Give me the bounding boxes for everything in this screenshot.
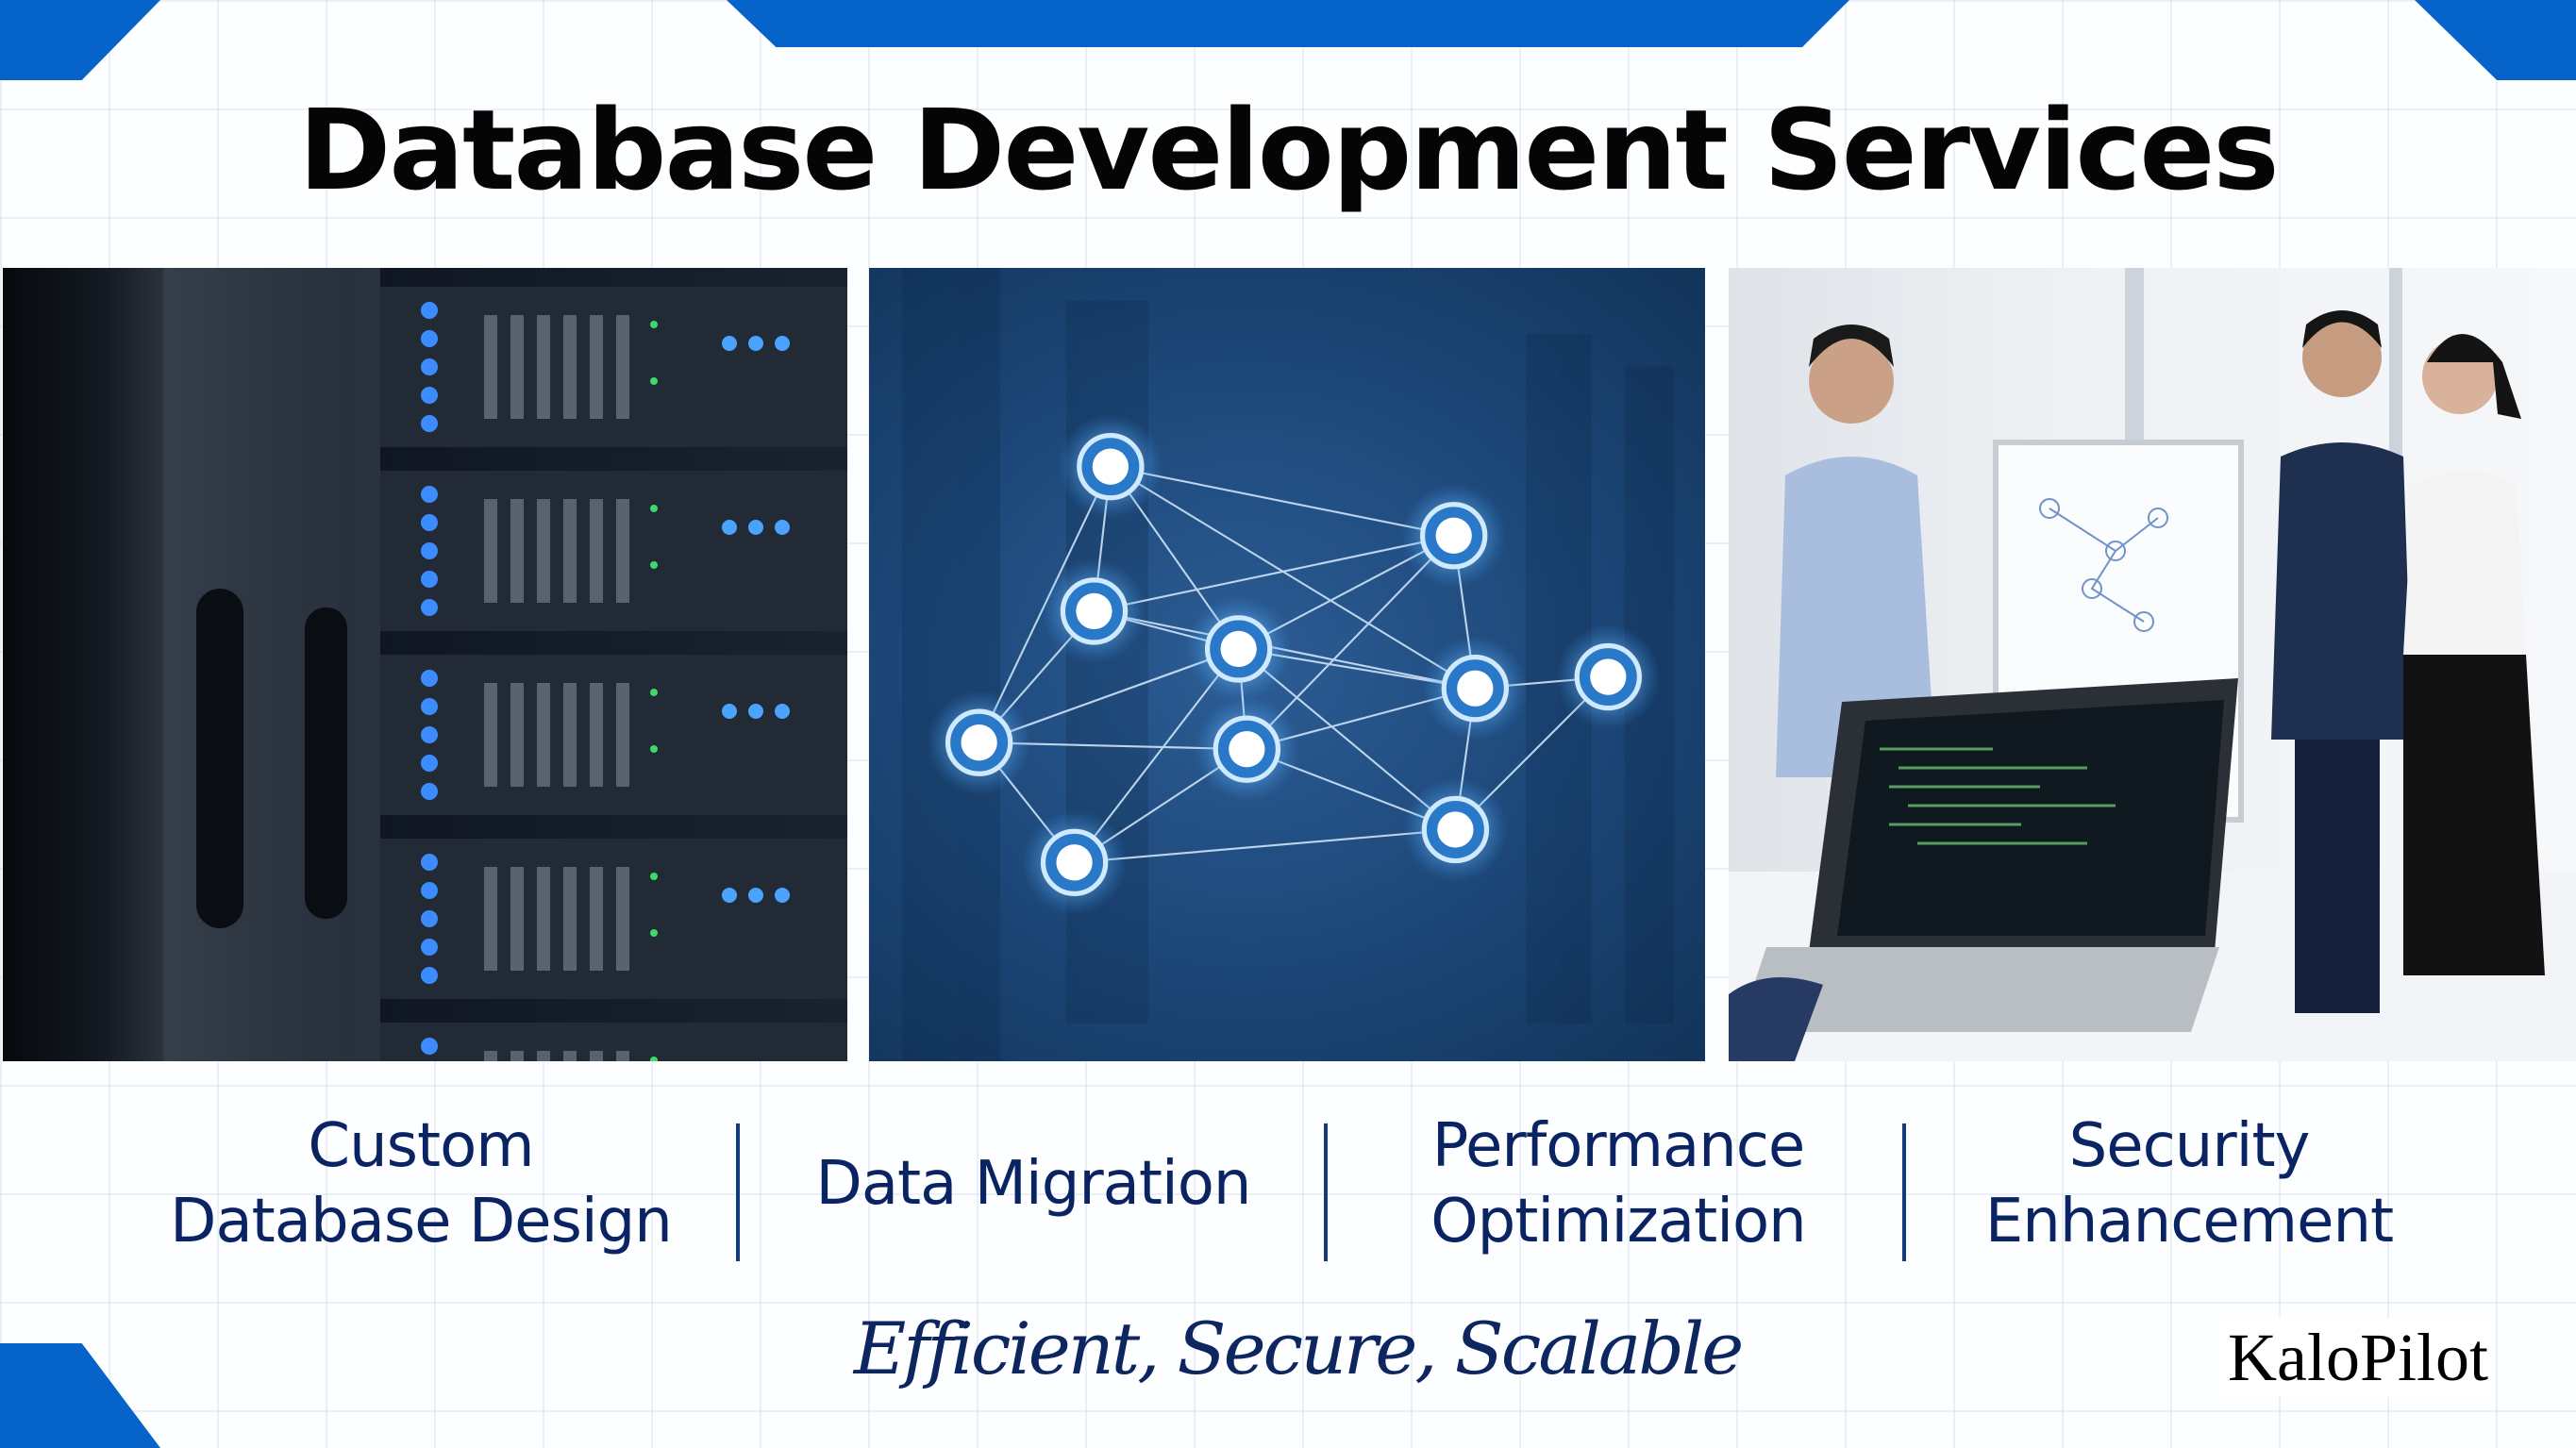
feature-line: Security <box>2068 1111 2311 1181</box>
rack-unit <box>380 287 847 447</box>
network-graph-image <box>869 268 1705 1061</box>
graph-node <box>1185 596 1292 702</box>
rack-unit <box>380 839 847 999</box>
graph-node <box>1041 558 1147 664</box>
rack-unit <box>380 1023 847 1061</box>
graph-node <box>1400 483 1507 589</box>
graph-node <box>1021 809 1128 916</box>
feature-line: Custom <box>308 1111 534 1181</box>
corner-accent-top-left <box>0 0 160 80</box>
rack-unit <box>380 471 847 631</box>
graph-edge <box>1094 534 1454 612</box>
brand-logo: KaloPilot <box>2222 1319 2495 1397</box>
team-meeting-image <box>1729 268 2576 1061</box>
graph-node <box>1058 413 1163 520</box>
feature-line: Enhancement <box>1984 1187 2394 1257</box>
team-meeting-graphic <box>1729 268 2576 1061</box>
divider <box>1902 1123 1906 1261</box>
page-title: Database Development Services <box>298 85 2279 215</box>
graph-node <box>1422 636 1529 741</box>
graph-edge <box>1110 465 1476 690</box>
server-rack-graphic <box>163 268 847 1061</box>
divider <box>1324 1123 1328 1261</box>
feature-performance-optimization: Performance Optimization <box>1340 1108 1897 1259</box>
feature-custom-database-design: Custom Database Design <box>75 1108 766 1259</box>
graph-node <box>1402 776 1509 883</box>
graph-edge <box>1110 465 1454 537</box>
graph-node <box>1555 624 1662 730</box>
feature-line: Database Design <box>170 1187 673 1257</box>
tagline: Efficient, Secure, Scalable <box>853 1307 1744 1390</box>
corner-accent-top-right <box>2415 0 2576 80</box>
feature-data-migration: Data Migration <box>755 1146 1312 1222</box>
top-center-accent <box>727 0 1849 47</box>
server-rack-image <box>3 268 847 1061</box>
graph-edge <box>1074 828 1456 864</box>
feature-security-enhancement: Security Enhancement <box>1915 1108 2463 1259</box>
network-graph <box>901 268 1674 1061</box>
graph-node <box>926 690 1032 795</box>
graph-node <box>1194 696 1300 802</box>
feature-line: Performance <box>1431 1111 1806 1181</box>
feature-line: Optimization <box>1430 1187 1806 1257</box>
divider <box>736 1123 740 1261</box>
feature-line: Data Migration <box>815 1149 1252 1219</box>
rack-unit <box>380 655 847 815</box>
